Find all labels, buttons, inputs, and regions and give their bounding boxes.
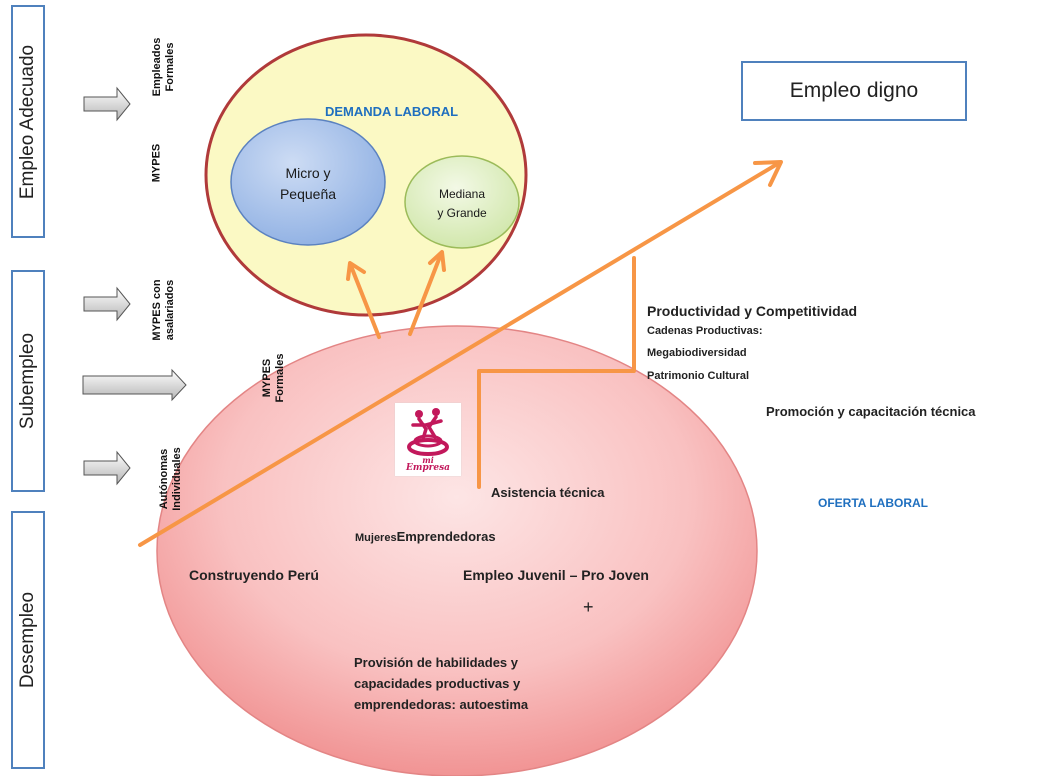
label-mypes-asalariados-line2: asalariados [164, 279, 176, 341]
emprendedoras-label: Emprendedoras [396, 529, 496, 544]
empleo-digno-label: Empleo digno [789, 79, 919, 102]
connector-to-micro-head [346, 261, 366, 281]
provision-line1: Provisión de habilidades y [354, 655, 518, 670]
mi-empresa-logo-mark [407, 408, 449, 456]
micro-label: Micro y Pequeña [268, 163, 348, 205]
orange-connectors [138, 160, 783, 547]
mi-empresa-logo-mi: mi [422, 455, 434, 465]
cadenas-label: Cadenas Productivas: [647, 325, 763, 337]
patrimonio-label: Patrimonio Cultural [647, 370, 750, 382]
mediana-circle [404, 155, 520, 249]
mediana-label-line1: Mediana [438, 187, 486, 201]
level-empleo-adecuado: Empleo Adecuado [11, 5, 45, 238]
label-mypes-formales-line2: Formales [274, 353, 286, 403]
micro-label-line2: Pequeña [279, 186, 337, 202]
label-mypes-text: MYPES [150, 143, 163, 183]
provision-label: Provisión de habilidades y capacidades p… [354, 652, 528, 715]
level-subempleo-label: Subempleo [17, 332, 38, 430]
empleo-digno-arrow-head [753, 160, 783, 187]
arrow-autonomas [83, 450, 131, 486]
construyendo-peru-label: Construyendo Perú [189, 567, 319, 583]
stair-line [477, 256, 636, 489]
label-empleados-formales: Empleados Formales [151, 38, 177, 97]
label-autonomas-line1: Autónomas [158, 448, 170, 510]
level-desempleo: Desempleo [11, 511, 45, 769]
label-autonomas: Autónomas Individuales [158, 447, 184, 511]
micro-label-line1: Micro y [285, 165, 331, 181]
empleo-digno-arrow [138, 161, 781, 547]
mujeres-label: Mujeres [355, 532, 397, 544]
label-mypes-formales-line1: MYPES [261, 358, 273, 398]
plus-sign: + [583, 597, 594, 617]
label-mypes-asalariados-line1: MYPES con [151, 279, 163, 341]
mujeres-emprendedoras-label: MujeresEmprendedoras [355, 528, 496, 546]
level-subempleo: Subempleo [11, 270, 45, 492]
connector-to-micro [349, 264, 381, 339]
mi-empresa-logo: mi Empresa [395, 403, 461, 476]
empleo-juvenil-label: Empleo Juvenil – Pro Joven [463, 567, 649, 583]
label-mypes: MYPES [151, 144, 164, 183]
connector-to-mediana-head [428, 250, 446, 272]
micro-circle [230, 118, 386, 246]
level-desempleo-label: Desempleo [17, 591, 38, 689]
label-autonomas-line2: Individuales [171, 447, 183, 511]
asistencia-label: Asistencia técnica [491, 485, 605, 500]
connector-to-mediana [408, 252, 443, 336]
productividad-label: Productividad y Competitividad [647, 303, 858, 319]
label-mypes-formales: MYPES Formales [261, 354, 287, 403]
mediana-label: Mediana y Grande [423, 185, 501, 223]
megabiodiversidad-label: Megabiodiversidad [647, 347, 747, 359]
arrow-empleados-formales [83, 86, 131, 122]
mediana-label-line2: y Grande [437, 206, 487, 220]
demanda-title: DEMANDA LABORAL [325, 104, 459, 119]
level-empleo-adecuado-label: Empleo Adecuado [17, 44, 38, 199]
mi-empresa-logo-empresa: Empresa [405, 463, 451, 473]
promocion-label: Promoción y capacitación técnica [766, 404, 976, 419]
arrow-mypes-formales [82, 368, 187, 402]
oferta-label: OFERTA LABORAL [818, 496, 928, 510]
empleo-digno-box: Empleo digno [741, 61, 967, 121]
provision-line2: capacidades productivas y [354, 676, 521, 691]
label-empleados-formales-line2: Formales [164, 42, 176, 92]
oferta-ellipse [156, 325, 758, 776]
label-empleados-formales-line1: Empleados [151, 37, 163, 97]
label-mypes-asalariados: MYPES con asalariados [151, 279, 177, 340]
arrow-mypes-asalariados [83, 286, 131, 322]
provision-line3: emprendedoras: autoestima [354, 697, 529, 712]
